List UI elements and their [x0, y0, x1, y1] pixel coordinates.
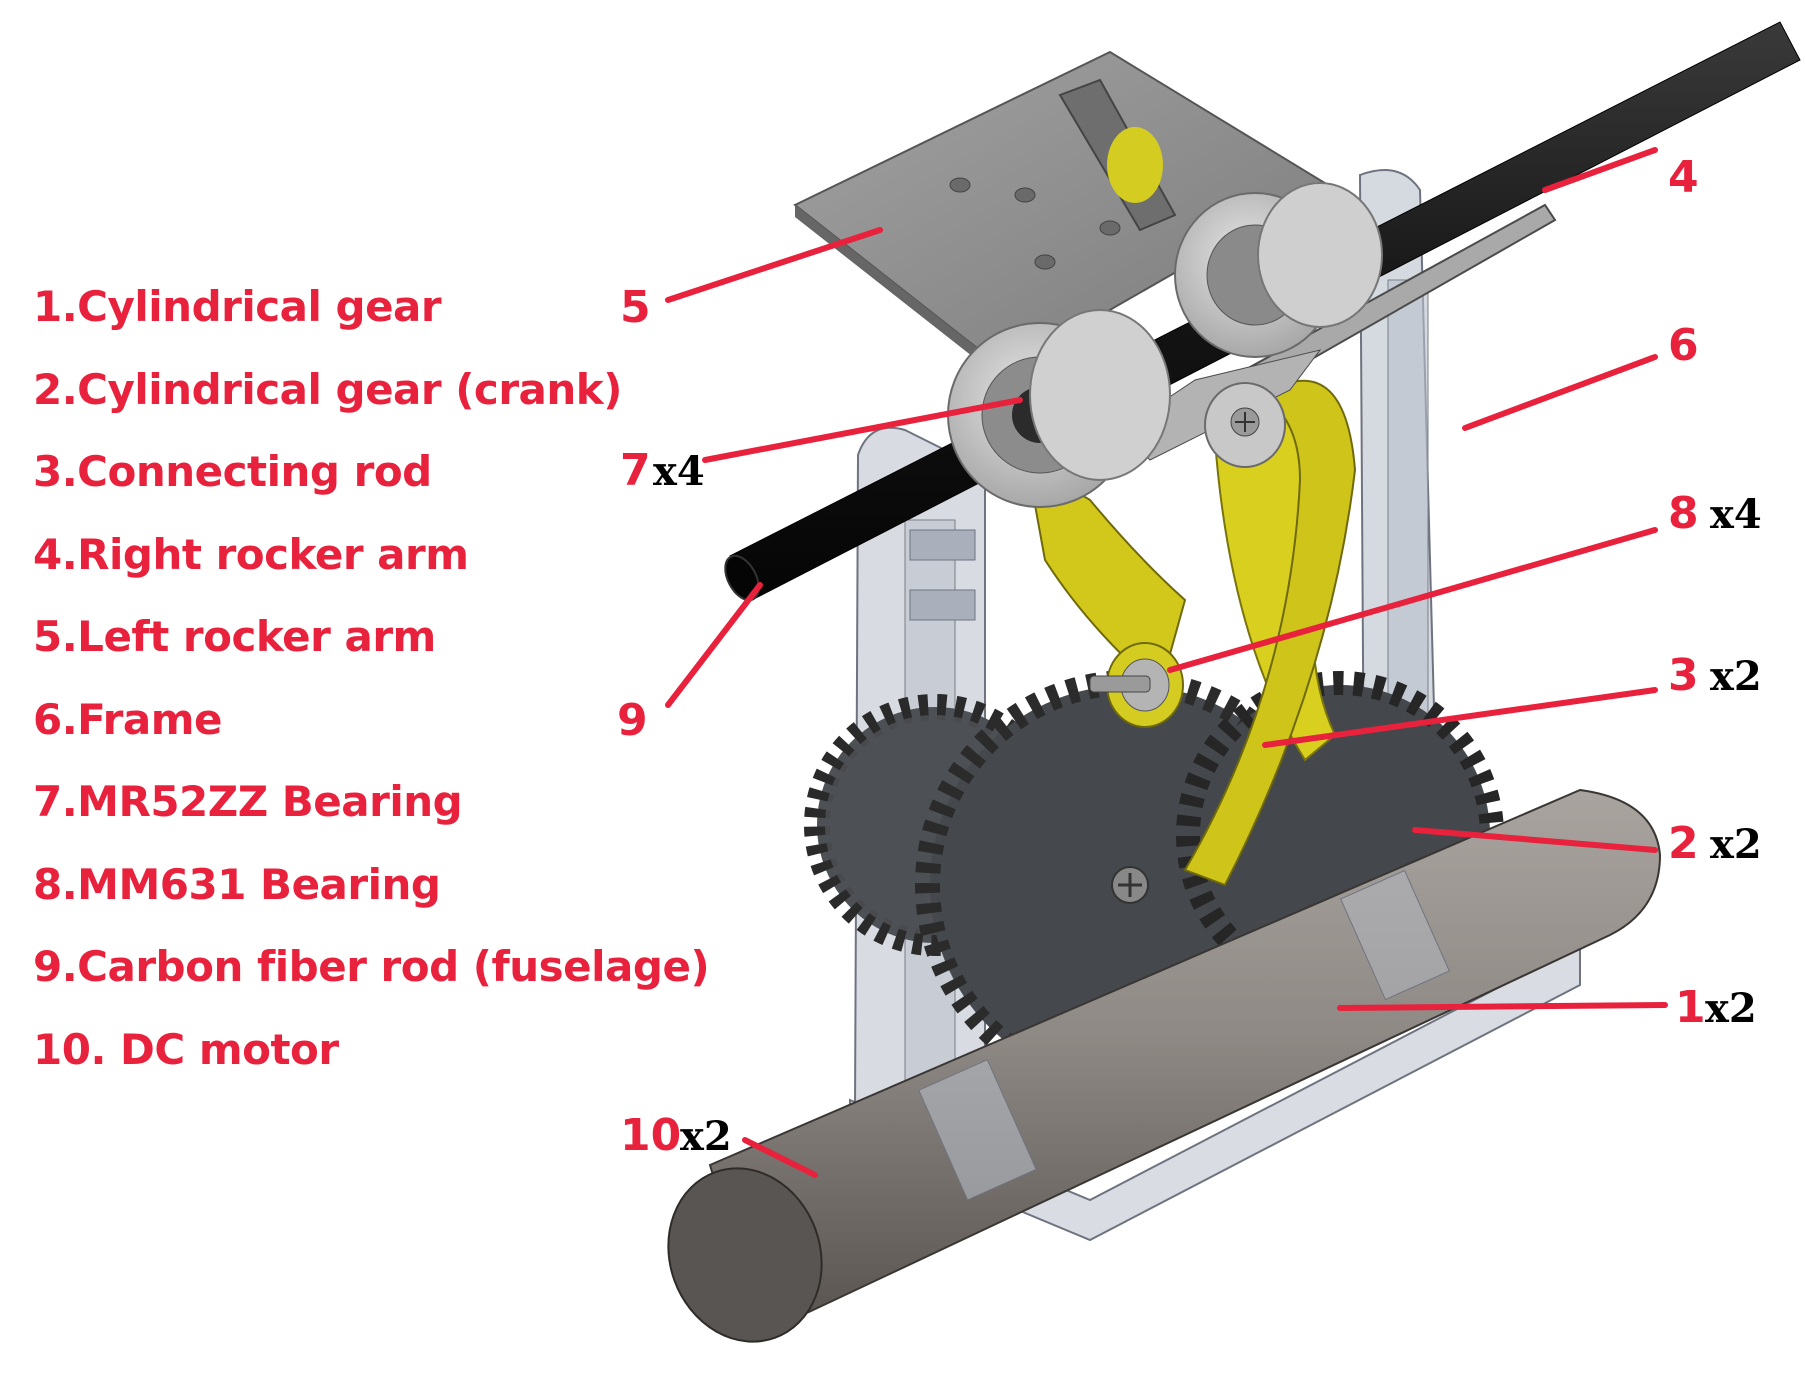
- svg-text:x4: x4: [1710, 491, 1762, 538]
- leader-7: [702, 397, 1023, 463]
- callout-9: 9: [617, 695, 648, 746]
- callout-4: 4: [1668, 152, 1699, 203]
- dc-motor-front: [667, 788, 1662, 1343]
- callout-10: 10 x2: [620, 1110, 732, 1161]
- svg-text:8: 8: [1668, 488, 1699, 539]
- legend-item-right-rocker-arm: 4.Right rocker arm: [33, 529, 469, 579]
- legend-item-carbon-fiber-rod: 9.Carbon fiber rod (fuselage): [33, 942, 710, 991]
- callout-2: 2 x2: [1668, 818, 1762, 869]
- callout-8: 8 x4: [1668, 488, 1762, 539]
- bearing-mm631: [1204, 382, 1286, 468]
- leader-9: [665, 582, 763, 708]
- parts-legend: 1.Cylindrical gear 2.Cylindrical gear (c…: [33, 266, 710, 1091]
- bearing-mr52zz-back: [1174, 182, 1383, 358]
- svg-text:x2: x2: [1710, 821, 1762, 868]
- callout-5: 5: [620, 282, 651, 333]
- leader-2: [1412, 827, 1658, 853]
- legend-item-connecting-rod: 3.Connecting rod: [33, 447, 432, 496]
- leader-5: [665, 227, 883, 303]
- svg-text:x2: x2: [1710, 653, 1762, 700]
- svg-text:4: 4: [1668, 152, 1699, 203]
- svg-text:7: 7: [620, 445, 651, 496]
- legend-item-cylindrical-gear: 1.Cylindrical gear: [33, 282, 442, 331]
- svg-text:2: 2: [1668, 818, 1699, 869]
- bearing-mr52zz-front: [947, 309, 1171, 508]
- svg-text:x2: x2: [680, 1113, 732, 1160]
- leader-4: [1542, 147, 1658, 193]
- leader-1: [1337, 1002, 1668, 1011]
- svg-text:5: 5: [620, 282, 651, 333]
- svg-text:10: 10: [620, 1110, 681, 1161]
- svg-text:9: 9: [617, 695, 648, 746]
- legend-item-crank-gear: 2.Cylindrical gear (crank): [33, 364, 622, 414]
- svg-text:6: 6: [1668, 320, 1699, 371]
- legend-item-dc-motor: 10. DC motor: [33, 1024, 339, 1074]
- callout-leaders: [665, 147, 1668, 1178]
- svg-text:1: 1: [1675, 982, 1706, 1033]
- callout-6: 6: [1668, 320, 1699, 371]
- svg-text:3: 3: [1668, 650, 1699, 701]
- legend-item-left-rocker-arm: 5.Left rocker arm: [33, 612, 436, 661]
- callout-1: 1 x2: [1675, 982, 1757, 1033]
- svg-text:x4: x4: [653, 448, 705, 495]
- leader-8: [1167, 527, 1658, 673]
- legend-item-frame: 6.Frame: [33, 694, 223, 744]
- leader-6: [1462, 354, 1658, 431]
- connecting-rod: [1033, 379, 1357, 887]
- legend-item-mr52zz-bearing: 7.MR52ZZ Bearing: [33, 777, 463, 826]
- callout-7: 7 x4: [620, 445, 705, 496]
- leader-3: [1262, 687, 1658, 748]
- svg-text:x2: x2: [1705, 985, 1757, 1032]
- left-rocker-arm-plate: [793, 50, 1330, 382]
- leader-10: [742, 1137, 818, 1178]
- legend-item-mm631-bearing: 8.MM631 Bearing: [33, 859, 441, 909]
- callout-3: 3 x2: [1668, 650, 1762, 701]
